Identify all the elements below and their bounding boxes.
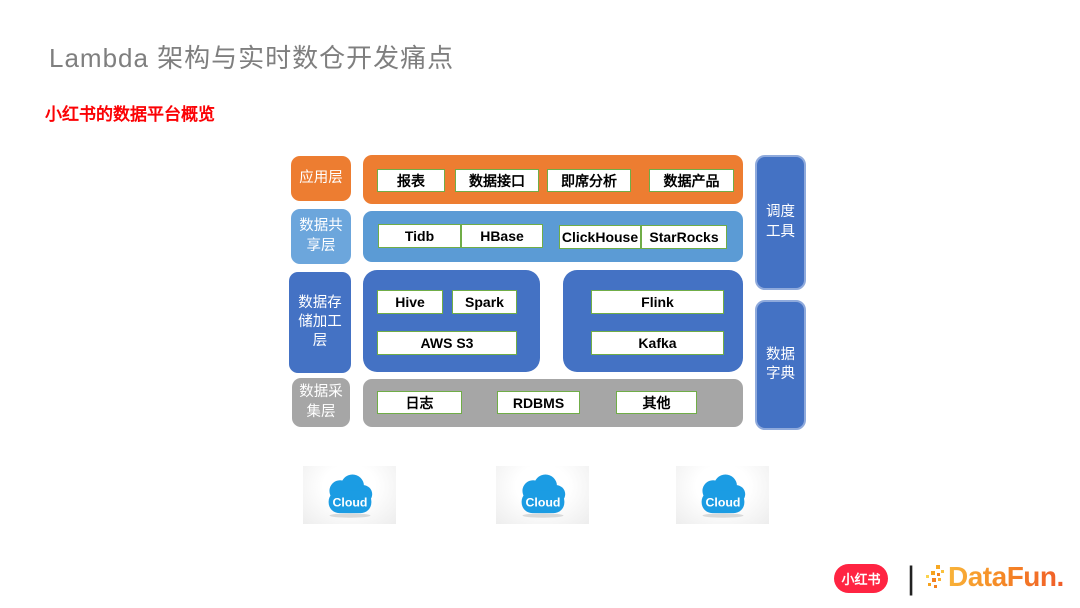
datafun-logo: DataFun. [924,556,1064,598]
cloud-icon: Cloud [676,466,769,524]
storage-item-flink: Flink [591,290,724,314]
app-item-data-api: 数据接口 [455,169,539,192]
side-box-data-dictionary: 数据 字典 [755,300,806,430]
section-subtitle: 小红书的数据平台概览 [45,105,215,124]
share-item-tidb: Tidb [378,224,461,248]
share-item-clickhouse: ClickHouse [559,225,641,249]
layer-label-application: 应用层 [291,156,351,201]
cloud-glyph: Cloud [701,474,745,518]
app-item-data-product: 数据产品 [649,169,734,192]
layer-label-data-collection: 数据采 集层 [292,378,350,427]
cloud-label: Cloud [525,496,560,510]
app-item-report: 报表 [377,169,445,192]
cloud-glyph: Cloud [328,474,372,518]
cloud-glyph: Cloud [521,474,565,518]
layer-label-data-sharing: 数据共 享层 [291,209,351,264]
collect-item-logs: 日志 [377,391,462,414]
datafun-sparkle-icon [926,565,944,588]
cloud-icon: Cloud [303,466,396,524]
app-item-adhoc-analysis: 即席分析 [547,169,631,192]
storage-item-spark: Spark [452,290,517,314]
page-title: Lambda 架构与实时数仓开发痛点 [49,43,455,73]
storage-item-aws-s3: AWS S3 [377,331,517,355]
footer-divider: | [906,559,916,596]
storage-item-hive: Hive [377,290,443,314]
xiaohongshu-logo: 小红书 [834,564,888,593]
group-stream-processing [563,270,743,372]
collect-item-other: 其他 [616,391,697,414]
cloud-label: Cloud [705,496,740,510]
datafun-wordmark: DataFun. [948,561,1064,592]
layer-label-storage-processing: 数据存 储加工 层 [289,272,351,373]
storage-item-kafka: Kafka [591,331,724,355]
cloud-icon: Cloud [496,466,589,524]
share-item-hbase: HBase [461,224,543,248]
group-batch-processing [363,270,540,372]
collect-item-rdbms: RDBMS [497,391,580,414]
cloud-label: Cloud [332,496,367,510]
share-item-starrocks: StarRocks [641,225,727,249]
side-box-scheduling-tools: 调度 工具 [755,155,806,290]
